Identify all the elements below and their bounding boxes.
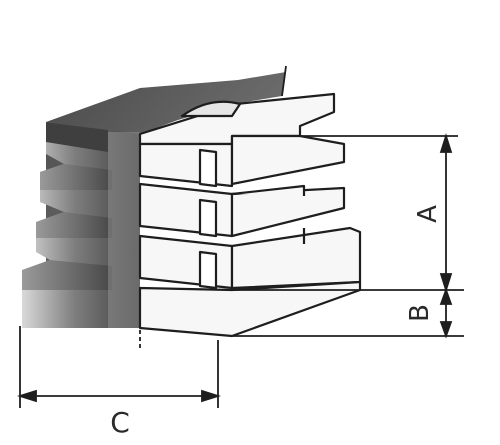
plate-middle-1 <box>138 182 346 238</box>
label-a: A <box>413 205 443 223</box>
label-b: B <box>405 304 435 322</box>
plate-middle-2 <box>138 226 362 290</box>
extension-lines <box>19 65 464 408</box>
label-c: C <box>110 406 130 439</box>
shaded-body <box>22 72 286 328</box>
dimension-a <box>439 132 453 294</box>
dimension-c <box>16 389 222 403</box>
plate-top <box>138 92 346 188</box>
dimension-b <box>439 287 453 339</box>
